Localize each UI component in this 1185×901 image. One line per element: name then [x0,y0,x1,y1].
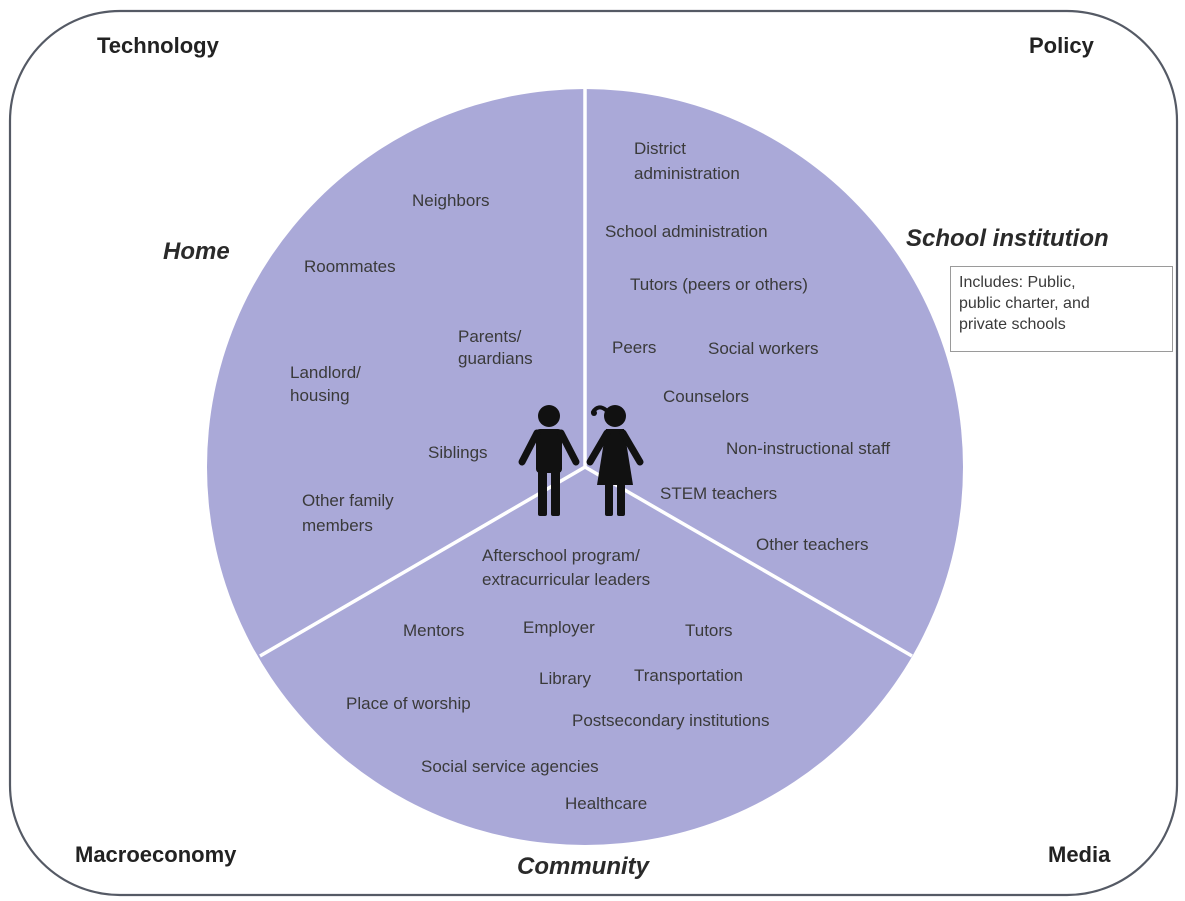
label-parents-line2: guardians [458,349,533,368]
label-mentors: Mentors [403,621,464,640]
label-school-tutors: Tutors (peers or others) [630,275,808,294]
label-parents-line1: Parents/ [458,327,522,346]
note-line-2: public charter, and [959,295,1090,312]
label-other-teachers: Other teachers [756,535,868,554]
divider-lower-left [259,465,586,658]
corner-macroeconomy: Macroeconomy [75,842,237,867]
label-community-tutors: Tutors [685,621,733,640]
sector-community-title: Community [517,853,651,880]
label-other-family-line2: members [302,516,373,535]
label-afterschool-line1: Afterschool program/ [482,546,640,565]
label-district-line2: administration [634,164,740,183]
label-district-line1: District [634,139,686,158]
label-landlord-line1: Landlord/ [290,363,361,382]
label-landlord: Landlord/ housing [290,363,366,405]
school-types-note: Includes: Public, public charter, and pr… [950,266,1173,352]
label-place-of-worship: Place of worship [346,694,471,713]
label-other-family-line1: Other family [302,491,394,510]
label-afterschool: Afterschool program/ extracurricular lea… [482,546,650,589]
divider-lower-right [584,465,913,658]
boy-icon [518,405,580,516]
label-district-admin: District administration [634,139,740,183]
note-line-1: Includes: Public, [959,274,1076,291]
corner-technology: Technology [97,33,220,58]
label-social-workers: Social workers [708,339,819,358]
label-school-admin: School administration [605,222,768,241]
label-siblings: Siblings [428,443,488,462]
label-postsecondary: Postsecondary institutions [572,711,770,730]
label-parents: Parents/ guardians [458,327,533,368]
label-peers: Peers [612,338,656,357]
sector-home-title: Home [163,238,230,265]
label-afterschool-line2: extracurricular leaders [482,570,650,589]
label-neighbors: Neighbors [412,191,490,210]
label-transportation: Transportation [634,666,743,685]
label-other-family: Other family members [302,491,398,535]
label-social-service: Social service agencies [421,757,599,776]
sector-school-title: School institution [906,225,1109,252]
label-landlord-line2: housing [290,386,350,405]
label-roommates: Roommates [304,257,396,276]
label-healthcare: Healthcare [565,794,647,813]
label-library: Library [539,669,591,688]
corner-policy: Policy [1029,33,1095,58]
girl-icon [586,405,644,516]
note-line-3: private schools [959,316,1066,333]
sector-dividers [259,89,913,658]
label-employer: Employer [523,618,595,637]
label-stem-teachers: STEM teachers [660,484,777,503]
label-non-instructional: Non-instructional staff [726,439,890,458]
corner-media: Media [1048,842,1111,867]
label-counselors: Counselors [663,387,749,406]
